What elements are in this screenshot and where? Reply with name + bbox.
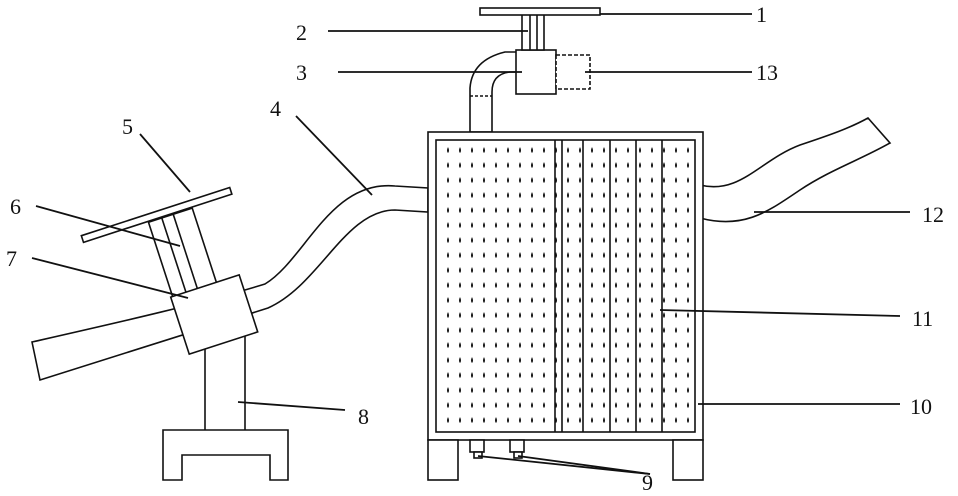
- tank: [428, 132, 703, 480]
- label-3: 3: [296, 60, 307, 85]
- label-4: 4: [270, 96, 281, 121]
- stand-base: [163, 430, 288, 480]
- top-pipe: [470, 52, 522, 132]
- drain-valve-2: [510, 440, 524, 452]
- leader-4: [296, 116, 372, 195]
- label-11: 11: [912, 306, 933, 331]
- hose-right: [700, 118, 890, 222]
- label-8: 8: [358, 404, 369, 429]
- outlet-13: [556, 55, 590, 89]
- tank-leg-left: [428, 440, 458, 480]
- label-10: 10: [910, 394, 932, 419]
- top-shaft: [522, 14, 544, 50]
- label-7: 7: [6, 246, 17, 271]
- label-12: 12: [922, 202, 944, 227]
- top-plate: [480, 8, 600, 15]
- leader-8: [238, 402, 345, 410]
- leader-5: [140, 134, 190, 192]
- leader-9b: [518, 456, 650, 474]
- tank-leg-right: [673, 440, 703, 480]
- drain-valve-1: [470, 440, 484, 452]
- label-2: 2: [296, 20, 307, 45]
- label-9: 9: [642, 470, 653, 495]
- label-13: 13: [756, 60, 778, 85]
- label-5: 5: [122, 114, 133, 139]
- label-1: 1: [756, 2, 767, 27]
- label-6: 6: [10, 194, 21, 219]
